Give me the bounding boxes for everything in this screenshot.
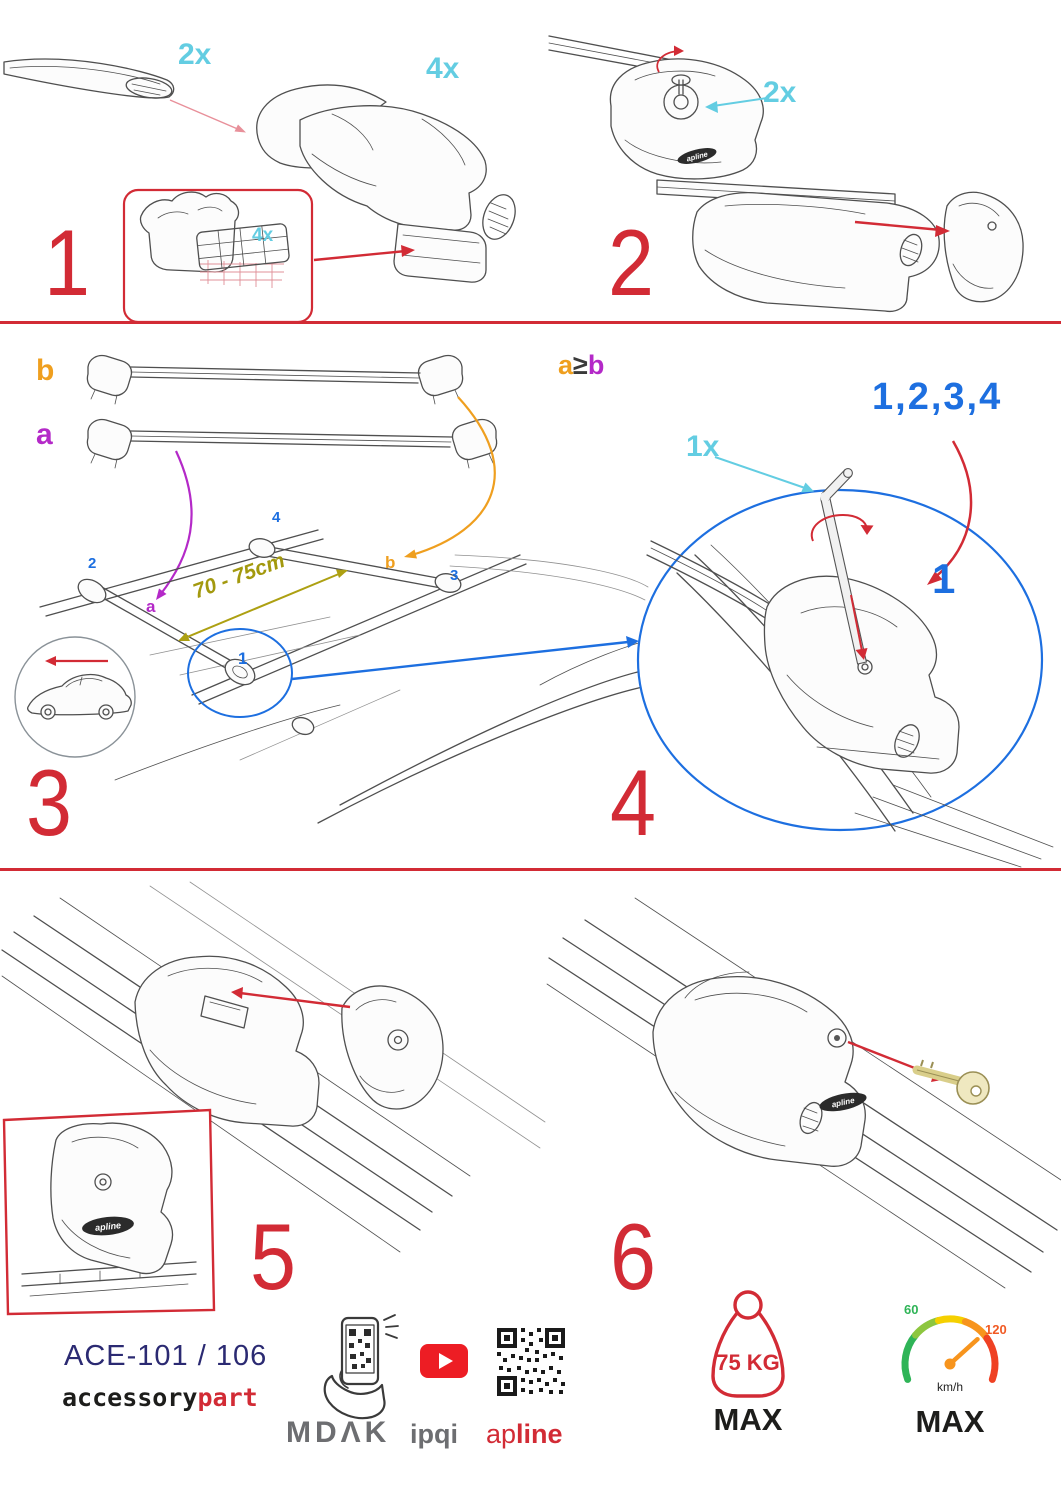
bar-pointer-arrow [169, 99, 246, 133]
step2-drawing: apline [548, 35, 1024, 313]
pos-4-label: 4 [272, 509, 281, 526]
brand-logo-part1: accessory [62, 1383, 198, 1412]
speed-high-label: 120 [985, 1322, 1007, 1337]
weight-max-label: MAX [713, 1402, 783, 1437]
close-cover-arrow [231, 987, 351, 1009]
detail-arrow-blue [291, 636, 639, 681]
mounted-inset: apline [2, 1108, 216, 1316]
bar-b-icon [86, 354, 464, 405]
foot-with-lock-icon: apline [609, 45, 764, 180]
bar-qty-label: 2x [178, 38, 212, 71]
car-direction-inset [14, 636, 136, 758]
youtube-icon [420, 1344, 468, 1378]
turn-arrow [810, 513, 874, 542]
key-icon [912, 1059, 990, 1105]
tighten-arrow [850, 594, 868, 660]
ipqi-logo: ipqi [410, 1419, 458, 1449]
arrow-b-orange [404, 396, 496, 559]
foot-icon [256, 84, 516, 283]
locked-foot-icon: apline [652, 971, 867, 1167]
crossbar-icon [3, 58, 175, 99]
span-arrow [178, 569, 348, 641]
speed-max-label: MAX [915, 1404, 985, 1439]
step-6-number: 6 [610, 1204, 657, 1309]
condition-label: a≥b [558, 352, 604, 379]
brand-logo-part2: part [197, 1383, 258, 1412]
condition-b: b [587, 350, 605, 380]
pos-2-label: 2 [88, 555, 97, 572]
hex-key-icon [819, 468, 868, 665]
speedometer-icon: 60 120 km/h [901, 1302, 1007, 1394]
bar-a-label: a [36, 418, 53, 451]
step-5-number: 5 [250, 1204, 297, 1309]
cyan-arrow [714, 456, 814, 493]
apline-logo-part2: line [516, 1419, 563, 1449]
roof-lines [854, 784, 1054, 868]
step-2-number: 2 [608, 210, 655, 315]
apline-logo-part1: ap [486, 1419, 517, 1449]
pad-inset [122, 188, 415, 324]
section-divider-2 [0, 868, 1061, 871]
mdak-logo: MDΛK [286, 1416, 391, 1449]
step1-drawing [3, 58, 516, 324]
needle-icon [947, 1336, 980, 1367]
speed-low-label: 60 [904, 1302, 918, 1317]
order-arrow [927, 440, 973, 585]
model-code: ACE-101 / 106 [64, 1340, 268, 1372]
step-4-number: 4 [610, 750, 657, 855]
tighten-order-label: 1,2,3,4 [872, 376, 1003, 418]
condition-a: a [558, 350, 574, 380]
step3-drawing [14, 354, 653, 824]
position-1-circle [187, 628, 293, 718]
max-load-icon: 75 KG [711, 1290, 785, 1398]
foot-open-icon [134, 955, 320, 1127]
pos-1-label: 1 [238, 649, 248, 668]
pad-qty-label: 4x [252, 225, 274, 246]
bar-b-label: b [36, 354, 55, 387]
step4-drawing [636, 440, 1054, 868]
step6-drawing: apline [546, 897, 1061, 1289]
speed-unit-label: km/h [937, 1380, 963, 1394]
pos-a-label: a [146, 597, 156, 616]
cover-piece-icon [341, 985, 444, 1110]
qr-code-icon [495, 1326, 567, 1398]
step-1-number: 1 [44, 210, 91, 315]
rubber-pad-icon [196, 223, 290, 271]
bar-foot-assembly [656, 179, 1024, 313]
step5-drawing: apline [1, 881, 546, 1316]
scan-phone-icon [323, 1314, 399, 1420]
pos-3-label: 3 [450, 567, 459, 584]
first-position-label: 1 [932, 555, 956, 602]
max-weight-value: 75 KG [716, 1350, 780, 1375]
roof-top-view [39, 529, 653, 824]
section-divider-1 [0, 321, 1061, 324]
key-qty-label: 2x [763, 76, 797, 109]
apline-logo-text: apline [486, 1419, 563, 1450]
condition-op: ≥ [573, 350, 588, 380]
step-3-number: 3 [26, 750, 73, 855]
mini-qr [349, 1329, 371, 1369]
apline-logo: apline [95, 1220, 122, 1233]
enlarged-foot [646, 540, 960, 832]
slide-in-arrow [854, 220, 942, 232]
brand-logo: accessorypart [62, 1383, 258, 1412]
pos-b-label: b [385, 553, 396, 572]
bar-a-icon [86, 418, 498, 469]
cyan-arrow [705, 97, 768, 113]
foot-qty-label: 4x [426, 52, 460, 85]
tool-qty-label: 1x [686, 430, 720, 463]
